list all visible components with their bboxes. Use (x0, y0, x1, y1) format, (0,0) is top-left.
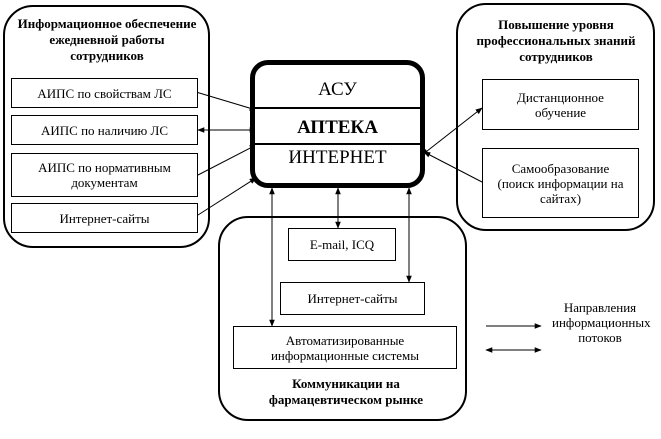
right-group-title: Повышение уровня профессиональных знаний… (476, 17, 636, 64)
arrow-aips-normative (197, 144, 257, 176)
box-email: E-mail, ICQ (288, 228, 396, 261)
legend-text: Направления информационных потоков (552, 300, 651, 345)
center-row-asu: АСУ (318, 79, 357, 100)
center-row-internet: ИНТЕРНЕТ (288, 147, 387, 168)
arrow-left-websites (197, 177, 257, 216)
bottom-group-title: Коммуникации на фармацевтическом рынке (268, 376, 424, 407)
center-row-apteka: АПТЕКА (297, 117, 378, 138)
center-divider-2 (255, 143, 420, 145)
box-aips-normative: АИПС по нормативным документам (11, 153, 198, 197)
arrow-distance-learning (421, 107, 483, 156)
box-left-websites: Интернет-сайты (11, 203, 198, 233)
bottom-group-frame (218, 216, 467, 421)
box-self-education: Самообразование (поиск информации на сай… (482, 148, 639, 218)
center-divider-1 (255, 107, 420, 109)
right-group-frame (456, 3, 655, 231)
arrow-aips-properties (195, 91, 257, 111)
box-aips-properties: АИПС по свойствам ЛС (11, 78, 198, 108)
box-aips-availability: АИПС по наличию ЛС (11, 115, 198, 145)
left-group-frame (3, 5, 210, 248)
box-bottom-websites: Интернет-сайты (280, 282, 425, 315)
left-group-title: Информационное обеспечение ежедневной ра… (17, 16, 197, 63)
box-ais: Автоматизированные информационные систем… (233, 326, 457, 369)
center-system-block: АСУ АПТЕКА ИНТЕРНЕТ (250, 60, 425, 188)
box-distance-learning: Дистанционное обучение (482, 79, 639, 130)
arrow-self-education (423, 151, 483, 183)
